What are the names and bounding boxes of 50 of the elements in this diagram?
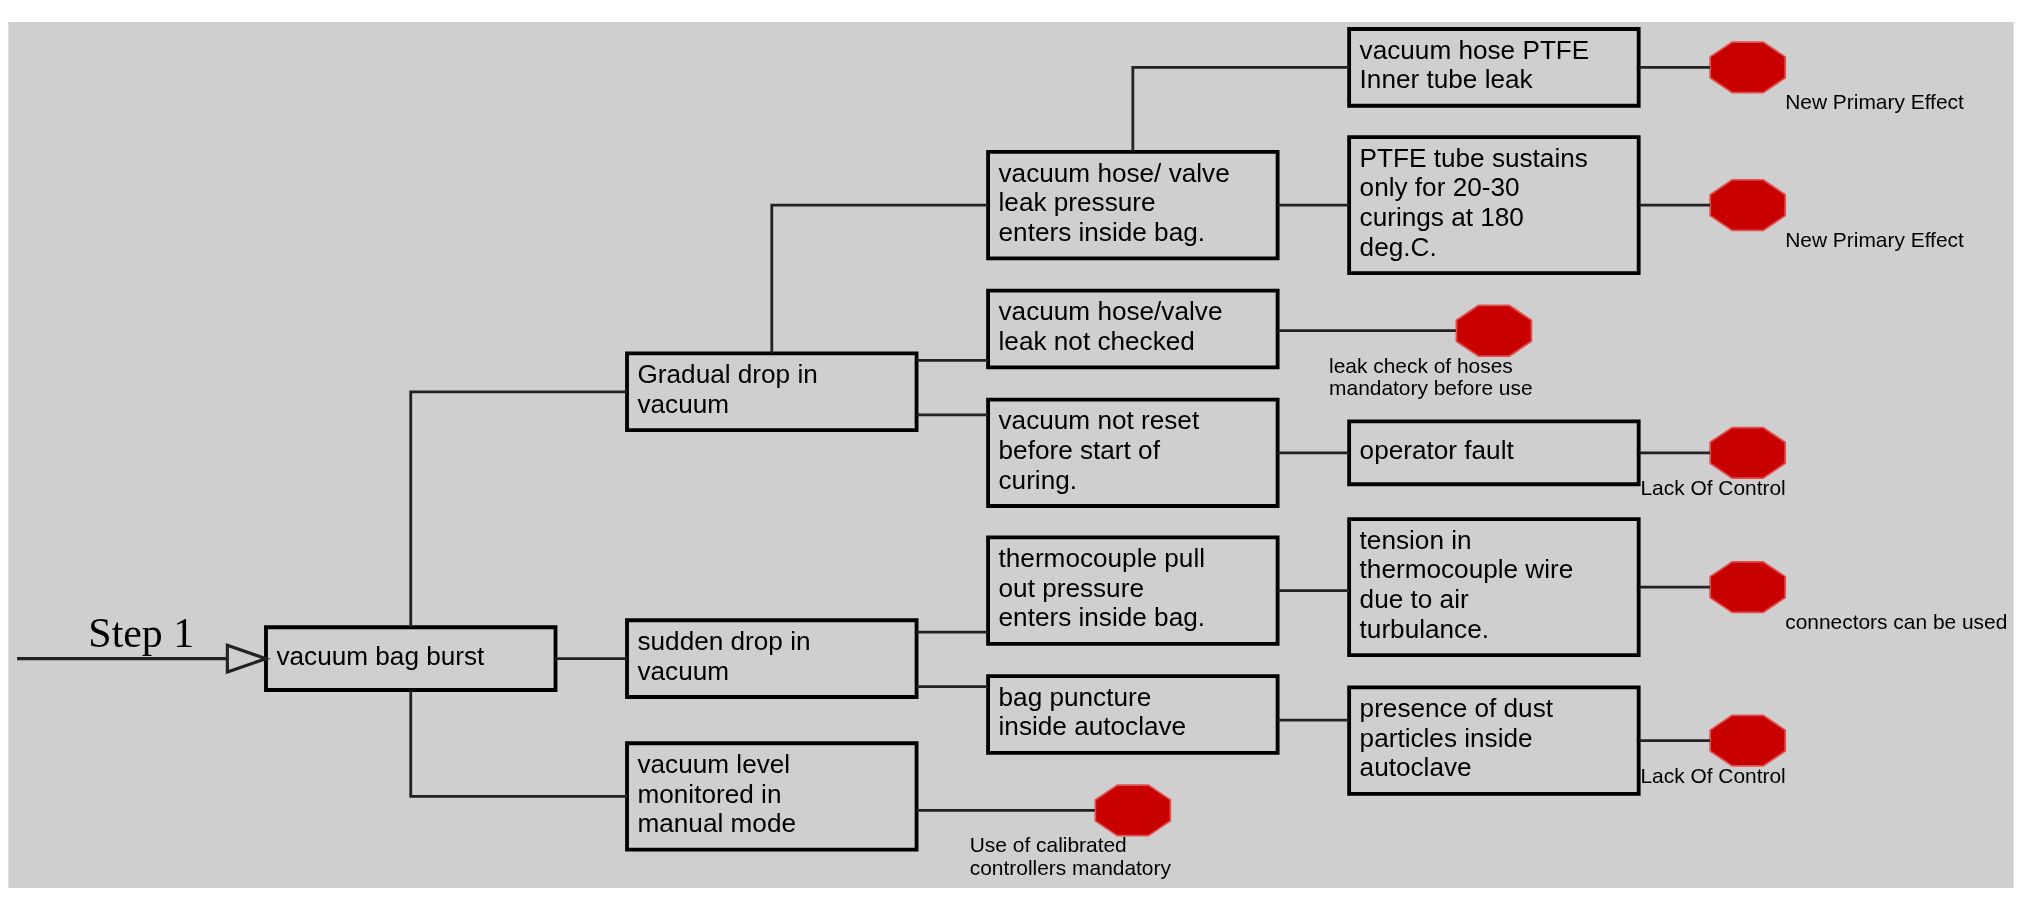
connector (770, 203, 989, 354)
node-octagon (1094, 784, 1172, 837)
edge-label: Step 1 (88, 609, 195, 656)
node-box: PTFE tube sustains only for 20-30 curings at 180 deg.C. (1347, 135, 1641, 276)
node-label: New Primary Effect (1785, 90, 1964, 114)
node-box: bag puncture inside autoclave (986, 674, 1280, 755)
node-label: Lack Of Control (1640, 475, 1786, 499)
connector (409, 390, 628, 627)
node-box: tension in thermocouple wire due to air turbulance. (1347, 517, 1641, 658)
node-octagon (1709, 560, 1787, 614)
node-label: Lack Of Control (1640, 763, 1786, 787)
node-octagon (1709, 714, 1787, 767)
node-box: vacuum bag burst (264, 625, 558, 692)
connector (916, 359, 989, 362)
connector (1639, 451, 1710, 455)
node-box: vacuum hose/ valve leak pressure enters inside bag. (986, 150, 1280, 261)
connector (555, 657, 627, 661)
connector (1277, 718, 1350, 722)
connector (1639, 585, 1710, 589)
connector (916, 413, 989, 417)
connector (1277, 589, 1350, 592)
connector (1639, 65, 1710, 69)
connector (1639, 739, 1710, 742)
connector (1131, 65, 1350, 152)
node-box: vacuum not reset before start of curing. (986, 397, 1280, 508)
connector (1277, 329, 1456, 333)
node-octagon (1709, 426, 1787, 479)
connector (916, 809, 1095, 812)
node-octagon (1709, 41, 1787, 94)
node-box: vacuum hose/valve leak not checked (986, 288, 1280, 370)
node-label: leak check of hoses mandatory before use (1329, 353, 1533, 400)
connector (1277, 203, 1350, 207)
node-box: sudden drop in vacuum (625, 618, 919, 699)
connector (1277, 451, 1350, 455)
node-box: operator fault (1347, 419, 1641, 487)
node-label: New Primary Effect (1785, 228, 1964, 252)
node-octagon (1455, 304, 1533, 357)
node-octagon (1709, 179, 1787, 232)
connector (409, 690, 628, 798)
connector (1639, 203, 1710, 207)
connector (916, 685, 989, 688)
node-box: Gradual drop in vacuum (625, 351, 919, 433)
node-box: vacuum level monitored in manual mode (625, 741, 919, 852)
node-box: presence of dust particles inside autoclave (1347, 685, 1641, 796)
arrow (17, 643, 271, 675)
node-box: thermocouple pull out pressure enters inside bag. (986, 535, 1280, 646)
connector (916, 630, 989, 634)
node-box: vacuum hose PTFE Inner tube leak (1347, 27, 1641, 108)
node-label: connectors can be used (1785, 610, 2008, 634)
node-label: Use of calibrated controllers mandatory (969, 833, 1171, 880)
